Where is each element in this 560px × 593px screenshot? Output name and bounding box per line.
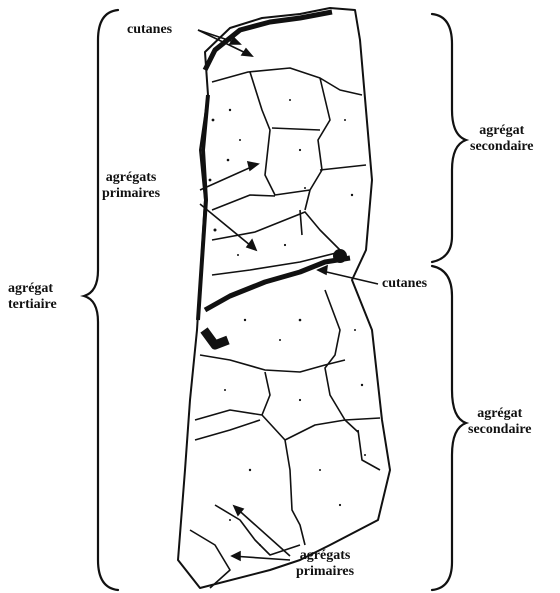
cell-lines-upper — [212, 68, 366, 275]
cutane-band-top — [205, 12, 332, 70]
brace-secondaire-bottom — [432, 266, 466, 590]
cutane-knot — [334, 250, 346, 262]
pointer-arrows — [198, 30, 378, 560]
label-agregats-primaires-bottom: agrégats primaires — [296, 548, 354, 580]
arrow-agregats-top-b — [200, 204, 256, 250]
arrow-agregats-bottom-a — [234, 506, 290, 556]
label-agregat-tertiaire-line2: tertiaire — [8, 297, 57, 313]
brace-secondaire-top — [432, 14, 466, 262]
label-cutanes-mid: cutanes — [382, 276, 427, 292]
label-agregat-secondaire-top-line1: agrégat — [470, 123, 534, 139]
label-agregats-primaires-top: agrégats primaires — [102, 170, 160, 202]
label-agregats-primaires-bottom-line2: primaires — [296, 564, 354, 580]
label-agregats-primaires-top-line1: agrégats — [102, 170, 160, 186]
label-agregat-secondaire-bottom-line1: agrégat — [468, 406, 532, 422]
label-agregats-primaires-bottom-line1: agrégats — [296, 548, 354, 564]
label-agregat-secondaire-bottom: agrégat secondaire — [468, 406, 532, 438]
label-agregats-primaires-top-line2: primaires — [102, 186, 160, 202]
label-agregat-tertiaire: agrégat tertiaire — [8, 281, 57, 313]
speckles — [209, 99, 366, 546]
cutane-band-left — [198, 95, 208, 320]
cutane-blob — [204, 330, 228, 345]
label-agregat-secondaire-bottom-line2: secondaire — [468, 422, 532, 438]
soil-column — [178, 8, 390, 588]
column-outline — [178, 8, 390, 588]
braces — [84, 10, 466, 590]
label-agregat-secondaire-top-line2: secondaire — [470, 139, 534, 155]
brace-tertiaire — [84, 10, 118, 590]
label-agregat-tertiaire-line1: agrégat — [8, 281, 57, 297]
label-cutanes-top: cutanes — [127, 22, 172, 38]
label-agregat-secondaire-top: agrégat secondaire — [470, 123, 534, 155]
cell-lines-lower — [190, 290, 380, 588]
